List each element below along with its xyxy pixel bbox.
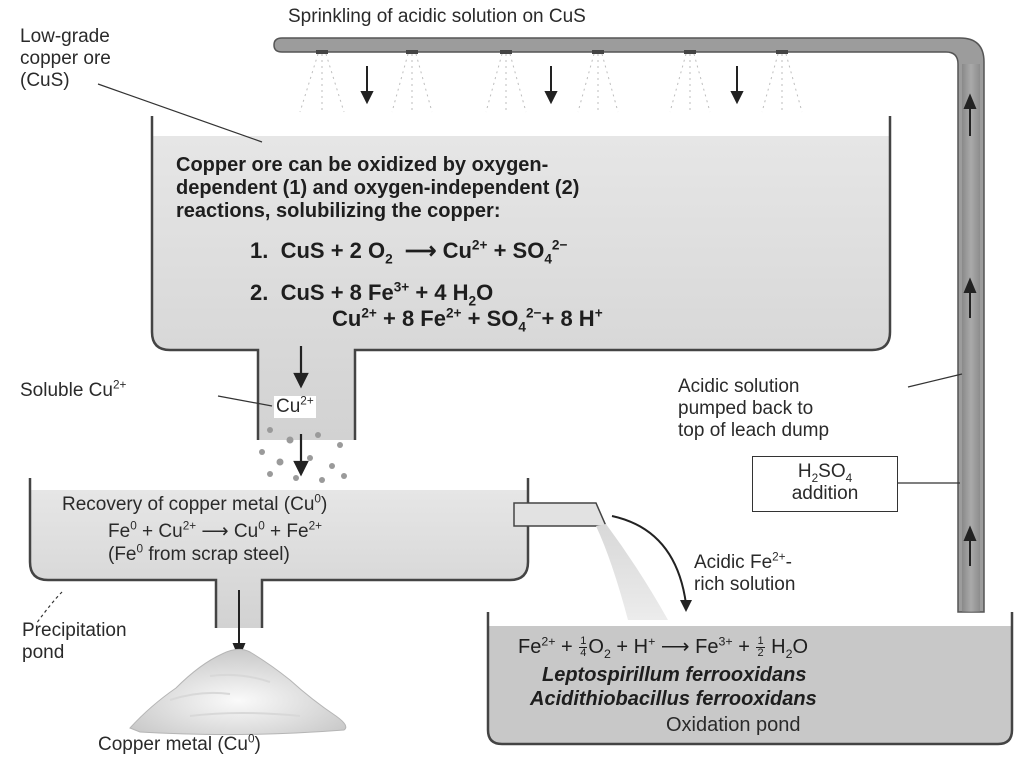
nozzle-caps: [316, 50, 788, 54]
copper-pile: [129, 648, 347, 736]
leach-intro-line-1: Copper ore can be oxidized by oxygen-: [176, 154, 549, 176]
cu-droplets: [259, 427, 347, 483]
recovery-note-text: (Fe: [108, 544, 137, 565]
reaction-1-number: 1.: [250, 238, 269, 263]
precipitation-pond-line-2: pond: [22, 642, 65, 663]
reaction-1: 1. CuS + 2 O2 ⟶ Cu2+ + SO42−: [250, 237, 568, 267]
return-pipe-arrows: [963, 93, 977, 566]
reaction-2-products: Cu2+ + 8 Fe2+ + SO42−+ 8 H+: [332, 305, 603, 335]
acidic-pumped-line-1: Acidic solution: [678, 376, 800, 397]
reaction-2-number: 2.: [250, 280, 269, 305]
fe-stream-arrow: [611, 515, 692, 612]
sprinkling-label: Sprinkling of acidic solution on CuS: [288, 6, 586, 27]
soluble-cu-text: Soluble Cu: [20, 380, 113, 401]
recovery-title-close: ): [320, 494, 328, 515]
low-grade-ore-line-2: copper ore: [20, 48, 111, 69]
cu-ion-label: Cu2+: [274, 394, 316, 418]
recovery-spout: [513, 502, 608, 527]
recovery-title-sup: 0: [314, 492, 321, 506]
oxidation-pond-label: Oxidation pond: [666, 714, 801, 736]
recovery-note: (Fe0 from scrap steel): [108, 542, 290, 565]
acidic-pumped-label: Acidic solution pumped back to top of le…: [678, 376, 829, 442]
acidic-fe-rich-line-2: rich solution: [694, 574, 796, 595]
recovery-pond: [28, 478, 530, 628]
acidic-fe-rich-label: Acidic Fe2+- rich solution: [694, 550, 796, 596]
precipitation-pond-line-1: Precipitation: [22, 620, 127, 641]
recovery-title: Recovery of copper metal (Cu0): [62, 492, 328, 516]
low-grade-ore-line-1: Low-grade: [20, 26, 110, 47]
soluble-cu-charge: 2+: [112, 378, 127, 392]
acidic-pumped-line-3: top of leach dump: [678, 420, 830, 441]
acidic-fe-rich-line-1: Acidic Fe2+-: [694, 550, 792, 573]
cu-flow-arrows: [293, 346, 309, 477]
recovery-title-text: Recovery of copper metal (Cu: [62, 494, 315, 515]
leader-lines: [35, 83, 963, 625]
acidic-pumped-line-2: pumped back to: [678, 398, 814, 419]
h2so4-addition-text: addition: [791, 483, 859, 504]
copper-metal-text: Copper metal (Cu: [98, 734, 248, 755]
reaction-2: 2. CuS + 8 Fe3+ + 4 H2O: [250, 279, 494, 309]
copper-metal-close: ): [254, 734, 261, 755]
return-pipe: [273, 37, 985, 613]
copper-metal-sup: 0: [247, 732, 255, 746]
leach-dump-tank: [150, 116, 892, 440]
fe-rich-stream: [596, 524, 668, 620]
sprinkler-nozzles: [299, 53, 803, 113]
cu-ion-charge: 2+: [300, 394, 314, 408]
sprinkle-arrows: [360, 66, 744, 105]
cu-ion-text: Cu: [276, 396, 301, 417]
copper-metal-label: Copper metal (Cu0): [98, 732, 261, 756]
recovery-equation: Fe0 + Cu2+ ⟶ Cu0 + Fe2+: [108, 519, 322, 542]
precipitation-pond-label: Precipitation pond: [22, 620, 127, 664]
oxidation-pond: [486, 612, 1014, 746]
low-grade-ore-label: Low-grade copper ore (CuS): [20, 26, 111, 92]
leach-intro-line-3: reactions, solubilizing the copper:: [176, 200, 501, 222]
soluble-cu-label: Soluble Cu2+: [20, 378, 127, 402]
low-grade-ore-line-3: (CuS): [20, 70, 70, 91]
leach-intro-line-2: dependent (1) and oxygen-independent (2): [176, 177, 580, 199]
organism-acidithiobacillus: Acidithiobacillus ferrooxidans: [530, 688, 817, 710]
leach-intro-text: Copper ore can be oxidized by oxygen- de…: [176, 154, 579, 223]
h2so4-addition-box: H2SO4 addition: [752, 456, 898, 512]
organism-leptospirillum: Leptospirillum ferrooxidans: [542, 664, 807, 686]
h2so4-formula: H2SO4: [797, 461, 853, 485]
